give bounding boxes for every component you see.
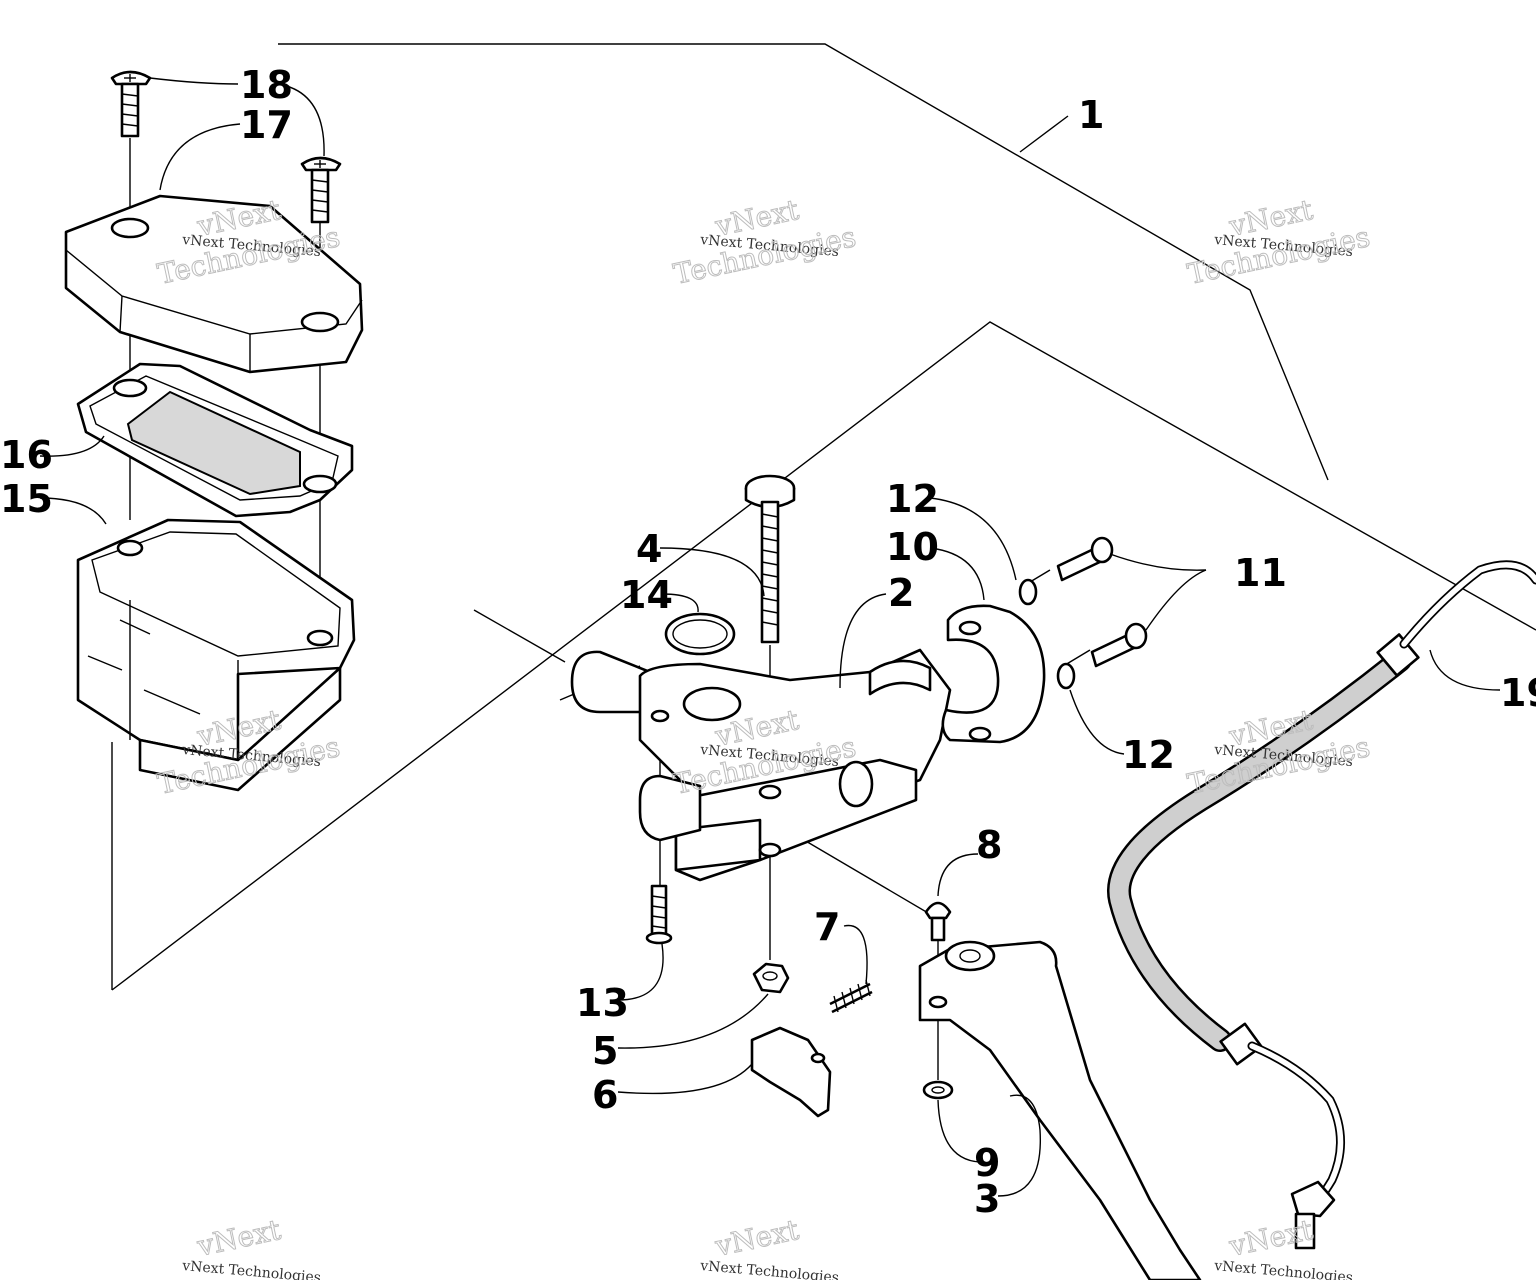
callout-2: 2 [888,571,914,615]
callout-13: 13 [576,981,629,1025]
callout-17: 17 [240,103,293,147]
callout-5: 5 [592,1029,618,1073]
clamp-10 [941,604,1046,744]
brake-hose-19 [1107,560,1536,1250]
diaphragm-16 [76,362,354,518]
leader-lines [39,77,1501,1197]
callout-3: 3 [974,1177,1000,1221]
assembly-outline [111,43,1536,991]
bolt-4 [744,474,796,644]
reservoir-15 [76,518,356,792]
master-cylinder-2 [570,648,952,882]
brake-lever-3 [918,940,1202,1280]
watermarks: vNext vNext Technologies Technologies vN… [154,192,1373,1280]
callout-10: 10 [886,525,939,569]
screw-13 [645,884,673,945]
callout-11: 11 [1234,551,1287,595]
spring-7 [829,979,873,1014]
callout-18: 18 [240,63,293,107]
pivot-pin-8 [924,901,952,942]
watermark-text: vNext Technologies [1213,1258,1354,1280]
callout-8: 8 [976,823,1002,867]
reservoir-cover-17 [64,194,364,374]
callout-19: 19 [1500,671,1536,715]
callout-16: 16 [0,433,53,477]
callout-12-lower: 12 [1122,733,1175,777]
washer-12-upper [1018,578,1038,606]
nut-9 [922,1080,954,1100]
callout-12-upper: 12 [886,477,939,521]
callout-4: 4 [636,527,662,571]
watermark-logo: vNext [194,1213,285,1263]
screw-18-right [300,156,342,224]
watermark-text: vNext Technologies [699,1258,840,1280]
callout-14: 14 [620,573,673,617]
callout-1: 1 [1078,93,1104,137]
nut-5 [752,962,790,994]
watermark-logo: vNext [712,1213,803,1263]
callout-7: 7 [814,905,840,949]
callout-15: 15 [0,477,53,521]
bolt-11-lower [1090,622,1148,668]
callout-labels: 1 2 3 4 5 6 7 8 9 10 11 12 12 13 14 15 1… [0,63,1536,1221]
callout-9: 9 [974,1141,1000,1185]
switch-6 [750,1026,832,1118]
callout-6: 6 [592,1073,618,1117]
o-ring-14 [664,612,736,656]
watermark-text: vNext Technologies [181,1258,322,1280]
washer-12-lower [1056,662,1076,690]
watermark-logo: vNext [1226,1213,1317,1263]
bolt-11-upper [1056,536,1114,582]
screw-18-left [110,70,152,138]
